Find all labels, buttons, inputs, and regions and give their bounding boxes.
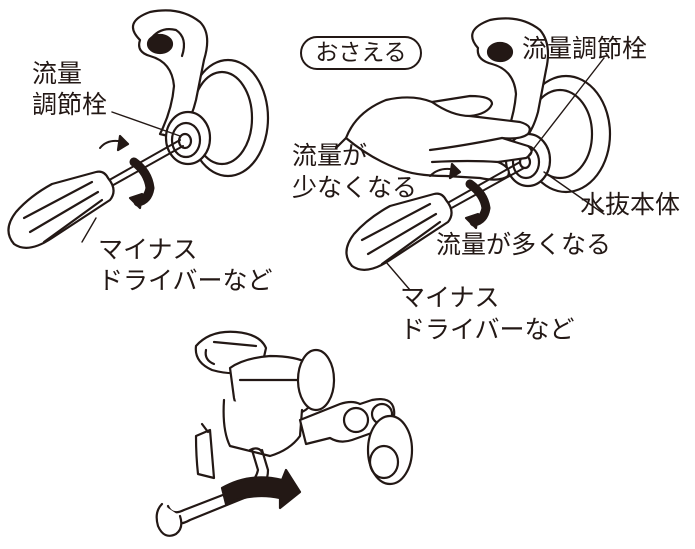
label-drain-body: 水抜本体: [580, 190, 681, 219]
label-flow-increase: 流量が多くなる: [436, 230, 612, 259]
label-flow-decrease: 流量が 少なくなる: [292, 141, 418, 202]
label-flow-valve-tr: 流量調節栓: [522, 34, 648, 63]
faucet-tl: [133, 10, 268, 176]
label-screwdriver-tr: マイナス ドライバーなど: [400, 283, 575, 344]
mixer-faucet-bottom: [157, 332, 412, 536]
screwdriver-tl: [8, 140, 183, 248]
hand-tr: [336, 96, 532, 180]
rotation-arrow-tl: [100, 136, 150, 208]
press-hold-callout: おさえる: [300, 36, 422, 70]
label-flow-valve-tl: 流量 調節栓: [32, 59, 108, 119]
label-screwdriver-tl: マイナス ドライバーなど: [98, 235, 273, 295]
leader-lines-tr: [386, 58, 604, 290]
leader-lines-tl: [82, 112, 180, 242]
rotation-arrow-tr: [430, 164, 486, 228]
screwdriver-tr: [346, 162, 524, 270]
swing-arrows-bottom: [196, 424, 300, 508]
